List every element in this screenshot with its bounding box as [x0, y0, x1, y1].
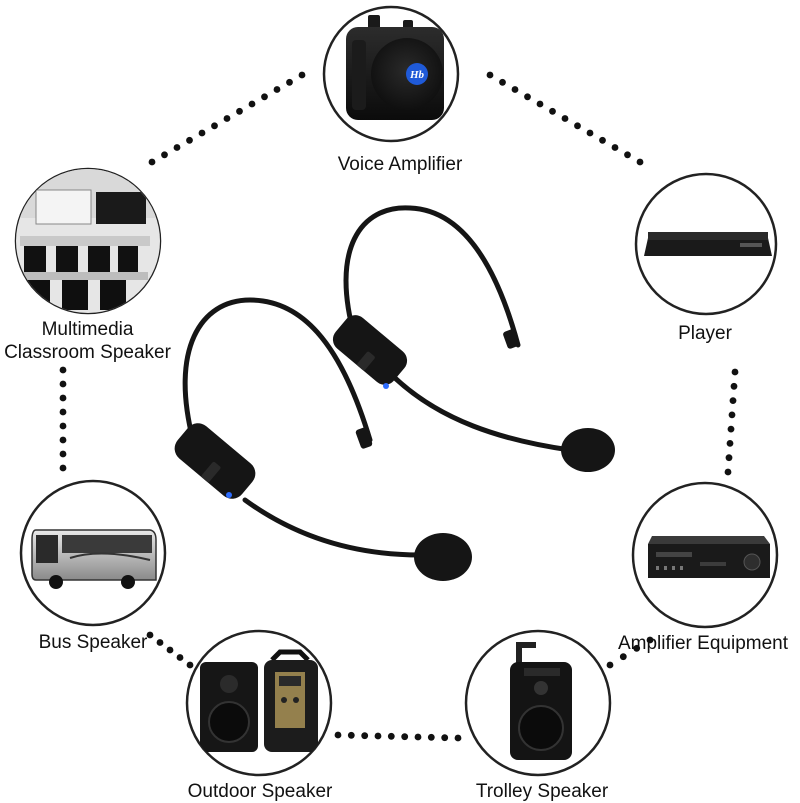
- player-icon: [644, 232, 772, 256]
- connector-dot: [646, 636, 654, 644]
- connector-dot: [223, 115, 231, 122]
- connector-dot: [286, 78, 293, 86]
- connector-dot: [248, 100, 256, 108]
- connector-dot: [156, 639, 164, 646]
- classroom-label: Multimedia Classroom Speaker: [0, 318, 175, 364]
- connector-dot: [401, 733, 409, 741]
- connector-dot: [427, 733, 435, 741]
- connector-dot: [198, 129, 206, 137]
- connector-dot: [166, 646, 174, 654]
- bus-item: [19, 479, 167, 627]
- connector-dot: [561, 115, 569, 122]
- voice-amplifier-label: Voice Amplifier: [337, 154, 463, 175]
- connector-dot: [298, 71, 306, 79]
- connector-dot: [361, 732, 369, 740]
- player-item: [634, 172, 778, 316]
- connector-dot: [486, 71, 494, 79]
- connector-dot: [173, 144, 181, 151]
- headset-icon: [174, 205, 615, 581]
- svg-text:Hb: Hb: [409, 69, 425, 81]
- connector-dot: [59, 450, 67, 458]
- voice-amplifier-item: Hb: [322, 5, 460, 143]
- connector-dot: [636, 158, 644, 166]
- dotted-connectors: [59, 71, 739, 742]
- connector-dot: [726, 440, 734, 447]
- connector-dot: [59, 436, 67, 444]
- connector-dot: [334, 731, 342, 739]
- connector-dot: [59, 394, 67, 402]
- connector-dot: [59, 464, 67, 472]
- connector-dot: [731, 368, 739, 376]
- connector-dot: [633, 644, 641, 652]
- connector-dot: [261, 93, 268, 101]
- connector-dot: [387, 732, 395, 740]
- voice-amplifier-icon: Hb: [346, 15, 444, 120]
- connector-dot: [347, 731, 355, 739]
- connector-dot: [236, 107, 243, 115]
- outdoor-speaker-item: [185, 629, 333, 777]
- connector-dot: [414, 733, 422, 741]
- connector-dot: [211, 122, 218, 130]
- connector-dot: [186, 661, 194, 669]
- amplifier-icon: [648, 536, 770, 578]
- connector-dot: [273, 86, 281, 93]
- connector-dot: [536, 100, 544, 108]
- connector-dot: [511, 86, 519, 93]
- connector-dot: [59, 422, 67, 430]
- amplifier-label: Amplifier Equipment: [617, 633, 789, 654]
- connector-dot: [146, 631, 154, 639]
- connector-dot: [176, 654, 184, 661]
- connector-dot: [524, 93, 531, 101]
- trolley-speaker-item: [464, 629, 612, 777]
- connector-dot: [724, 468, 732, 476]
- classroom-label-line2: Classroom Speaker: [4, 342, 171, 363]
- connector-dot: [59, 408, 67, 416]
- classroom-label-line1: Multimedia: [41, 319, 134, 340]
- connector-dot: [549, 107, 556, 115]
- connector-dot: [611, 144, 619, 151]
- connector-dot: [599, 136, 606, 144]
- bus-label: Bus Speaker: [38, 632, 148, 653]
- connector-dot: [59, 366, 67, 374]
- connector-dot: [725, 454, 733, 462]
- connector-dot: [441, 734, 449, 742]
- connector-dot: [161, 151, 168, 159]
- connector-dot: [454, 734, 462, 742]
- connector-dot: [728, 411, 736, 419]
- outdoor-speaker-label: Outdoor Speaker: [187, 781, 333, 802]
- connector-dot: [499, 78, 506, 86]
- outdoor-speaker-icon: [200, 649, 318, 752]
- connector-dot: [606, 661, 614, 669]
- connector-dot: [574, 122, 581, 130]
- connector-dot: [727, 425, 735, 433]
- amplifier-item: [631, 481, 779, 629]
- classroom-item: [14, 167, 162, 315]
- connector-dot: [619, 653, 627, 661]
- connector-dot: [148, 158, 156, 166]
- trolley-speaker-icon: [510, 642, 572, 760]
- trolley-speaker-label: Trolley Speaker: [475, 781, 609, 802]
- player-label: Player: [678, 323, 732, 344]
- connector-dot: [730, 382, 738, 390]
- bus-icon: [31, 529, 157, 589]
- connector-dot: [586, 129, 594, 137]
- connector-dot: [374, 732, 382, 740]
- connector-dot: [59, 380, 67, 388]
- connector-dot: [729, 397, 737, 404]
- connector-dot: [186, 136, 193, 144]
- connector-dot: [624, 151, 631, 159]
